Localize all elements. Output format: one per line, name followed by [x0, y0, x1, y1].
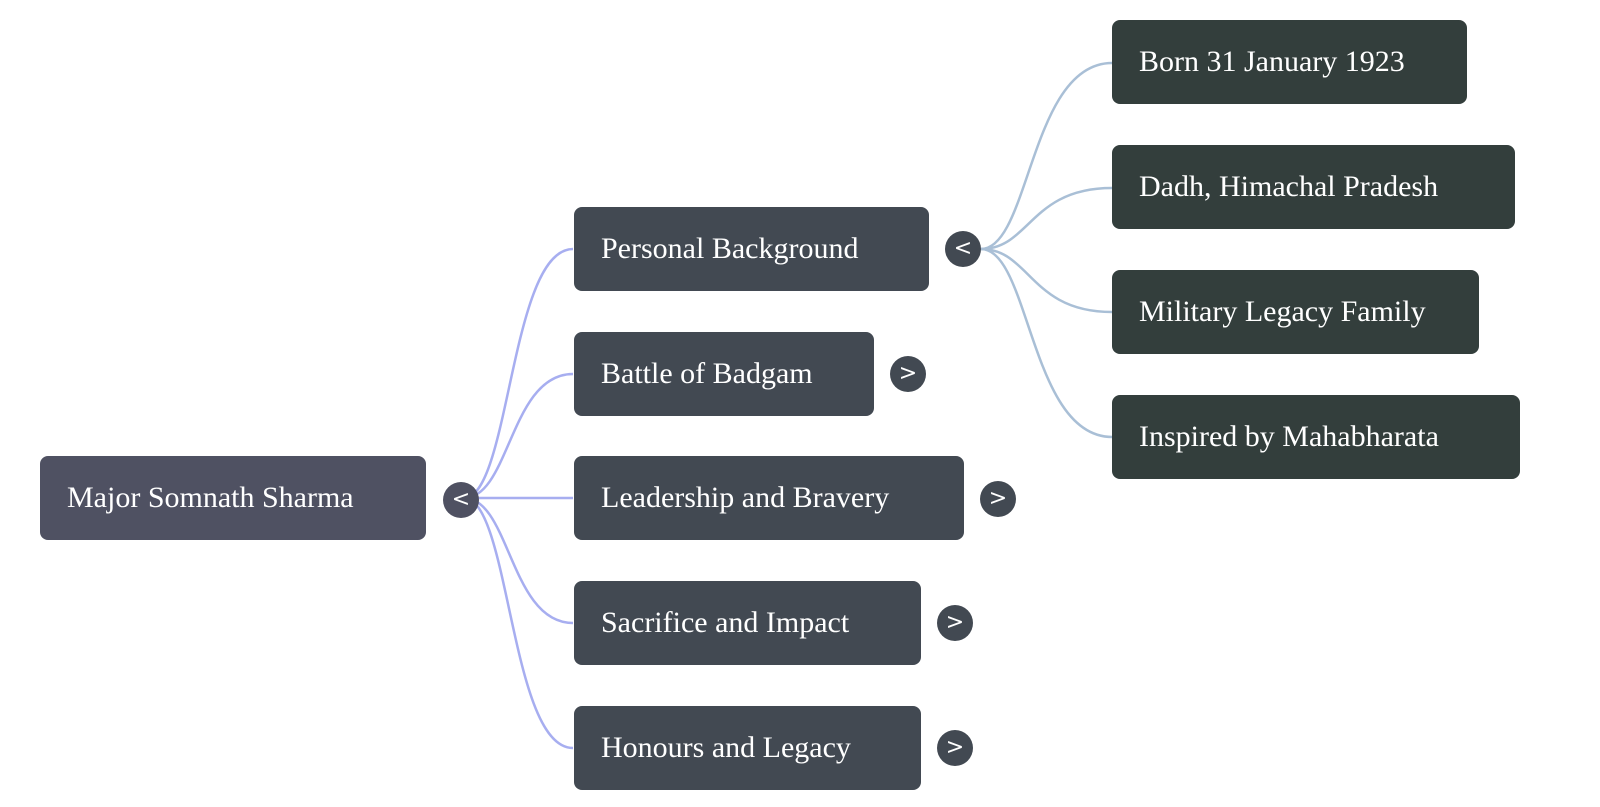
branch-label: Honours and Legacy [601, 731, 851, 764]
root-collapse-toggle[interactable]: < [443, 482, 479, 518]
personal-background-collapse-toggle[interactable]: < [945, 231, 981, 267]
leaf-label: Military Legacy Family [1139, 295, 1426, 328]
link-personal-to-born [980, 61, 1113, 251]
branch-sacrifice-and-impact[interactable]: Sacrifice and Impact [574, 581, 921, 665]
branch-personal-background[interactable]: Personal Background [574, 207, 929, 291]
link-personal-to-mahabharata [980, 247, 1113, 439]
leaf-label: Inspired by Mahabharata [1139, 420, 1439, 453]
leaf-label: Born 31 January 1923 [1139, 45, 1405, 78]
leaf-born-31-january-1923[interactable]: Born 31 January 1923 [1112, 20, 1467, 104]
honours-and-legacy-expand-toggle[interactable]: > [937, 730, 973, 766]
link-personal-to-military-legacy [980, 247, 1113, 314]
root-node[interactable]: Major Somnath Sharma [40, 456, 426, 540]
branch-battle-of-badgam[interactable]: Battle of Badgam [574, 332, 874, 416]
leaf-dadh-himachal-pradesh[interactable]: Dadh, Himachal Pradesh [1112, 145, 1515, 229]
branch-label: Battle of Badgam [601, 357, 813, 390]
link-root-to-personal-background [463, 247, 574, 500]
leaf-label: Dadh, Himachal Pradesh [1139, 170, 1439, 203]
branch-label: Sacrifice and Impact [601, 606, 850, 639]
root-node-label: Major Somnath Sharma [67, 481, 354, 514]
branch-honours-and-legacy[interactable]: Honours and Legacy [574, 706, 921, 790]
leaf-military-legacy-family[interactable]: Military Legacy Family [1112, 270, 1479, 354]
branch-leadership-and-bravery[interactable]: Leadership and Bravery [574, 456, 964, 540]
link-personal-to-dadh [980, 186, 1113, 251]
leaf-inspired-by-mahabharata[interactable]: Inspired by Mahabharata [1112, 395, 1520, 479]
link-root-to-battle-of-badgam [463, 372, 574, 500]
sacrifice-and-impact-expand-toggle[interactable]: > [937, 605, 973, 641]
branch-label: Personal Background [601, 232, 859, 265]
link-root-to-sacrifice-and-impact [463, 496, 574, 625]
link-root-to-honours-and-legacy [463, 496, 574, 750]
battle-of-badgam-expand-toggle[interactable]: > [890, 356, 926, 392]
branch-label: Leadership and Bravery [601, 481, 890, 514]
leadership-and-bravery-expand-toggle[interactable]: > [980, 481, 1016, 517]
